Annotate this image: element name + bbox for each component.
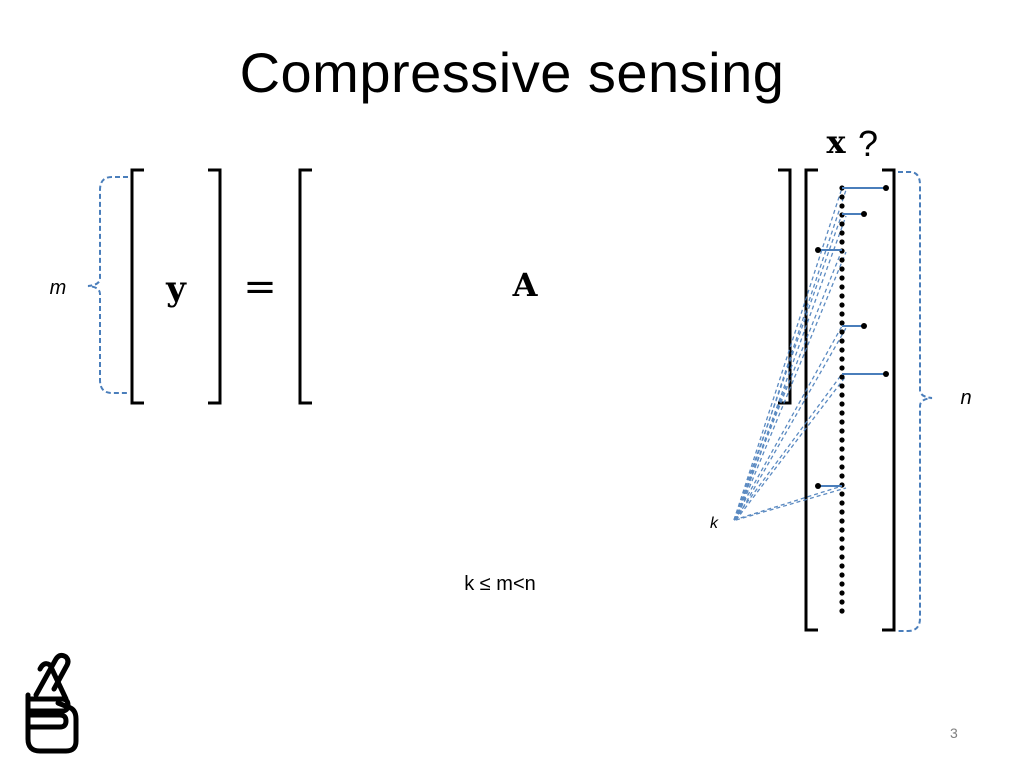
vector-entry-dot (839, 554, 845, 560)
slide-title: Compressive sensing (239, 41, 785, 104)
x-left-bracket (804, 168, 818, 632)
vector-entry-dot (839, 500, 845, 506)
vector-entry-dot (839, 275, 845, 281)
vector-entry-dot (839, 446, 845, 452)
page-number: 3 (950, 725, 958, 741)
vector-entry-dot (839, 194, 845, 200)
vector-entry-dot (839, 230, 845, 236)
y-vector (130, 168, 222, 405)
nonzero-entry-dot (883, 185, 889, 191)
x-vector (804, 168, 896, 632)
vector-entry-dot (839, 464, 845, 470)
vector-entry-dot (839, 590, 845, 596)
nonzero-entry-dot (861, 323, 867, 329)
vector-entry-dot (839, 572, 845, 578)
x-symbol: x (826, 123, 846, 161)
vector-entry-dot (839, 608, 845, 614)
vector-entry-dot (839, 599, 845, 605)
vector-entry-dot (839, 257, 845, 263)
vector-entry-dot (839, 527, 845, 533)
vector-entry-dot (839, 563, 845, 569)
vector-entry-dot (839, 428, 845, 434)
k-pointer-lines (733, 187, 847, 521)
vector-entry-dot (839, 329, 845, 335)
vector-entry-dot (839, 347, 845, 353)
x-right-bracket (882, 168, 896, 632)
vector-entry-dot (839, 581, 845, 587)
a-symbol: A (512, 266, 539, 304)
vector-entry-dot (839, 356, 845, 362)
vector-entry-dot (839, 239, 845, 245)
vector-entry-dot (839, 518, 845, 524)
vector-entry-dot (839, 401, 845, 407)
vector-entry-dot (839, 374, 845, 380)
vector-entry-dot (839, 311, 845, 317)
nonzero-entry-dot (815, 247, 821, 253)
vector-entry-dot (839, 284, 845, 290)
equals-sign: = (243, 264, 277, 310)
vector-entry-dot (839, 320, 845, 326)
n-label: n (960, 387, 971, 409)
vector-entry-dot (839, 473, 845, 479)
vector-entry-dot (839, 410, 845, 416)
vector-entry-dot (839, 509, 845, 515)
nonzero-entry-dot (883, 371, 889, 377)
a-left-bracket (298, 168, 312, 405)
n-brace (896, 171, 933, 632)
vector-entry-dot (839, 383, 845, 389)
y-right-bracket (208, 168, 222, 405)
a-matrix (298, 168, 792, 405)
vector-entry-dot (839, 536, 845, 542)
k-label: k (710, 515, 719, 532)
vector-entry-dot (839, 203, 845, 209)
condition-text: k ≤ m<n (464, 573, 536, 595)
vector-entry-dot (839, 302, 845, 308)
y-symbol: y (165, 269, 187, 309)
vector-entry-dot (839, 293, 845, 299)
vector-entry-dot (839, 455, 845, 461)
vector-entry-dot (839, 392, 845, 398)
vector-entry-dot (839, 491, 845, 497)
sparse-vector-stem-plot (815, 185, 889, 614)
vector-entry-dot (839, 266, 845, 272)
y-left-bracket (130, 168, 144, 405)
nonzero-entry-dot (861, 211, 867, 217)
vector-entry-dot (839, 338, 845, 344)
vector-entry-dot (839, 365, 845, 371)
question-mark: ? (858, 123, 878, 164)
vector-entry-dot (839, 545, 845, 551)
m-brace (87, 176, 128, 394)
crossed-fingers-icon (25, 652, 79, 754)
m-label: m (50, 277, 67, 299)
vector-entry-dot (839, 419, 845, 425)
vector-entry-dot (839, 221, 845, 227)
vector-entry-dot (839, 437, 845, 443)
nonzero-entry-dot (815, 483, 821, 489)
